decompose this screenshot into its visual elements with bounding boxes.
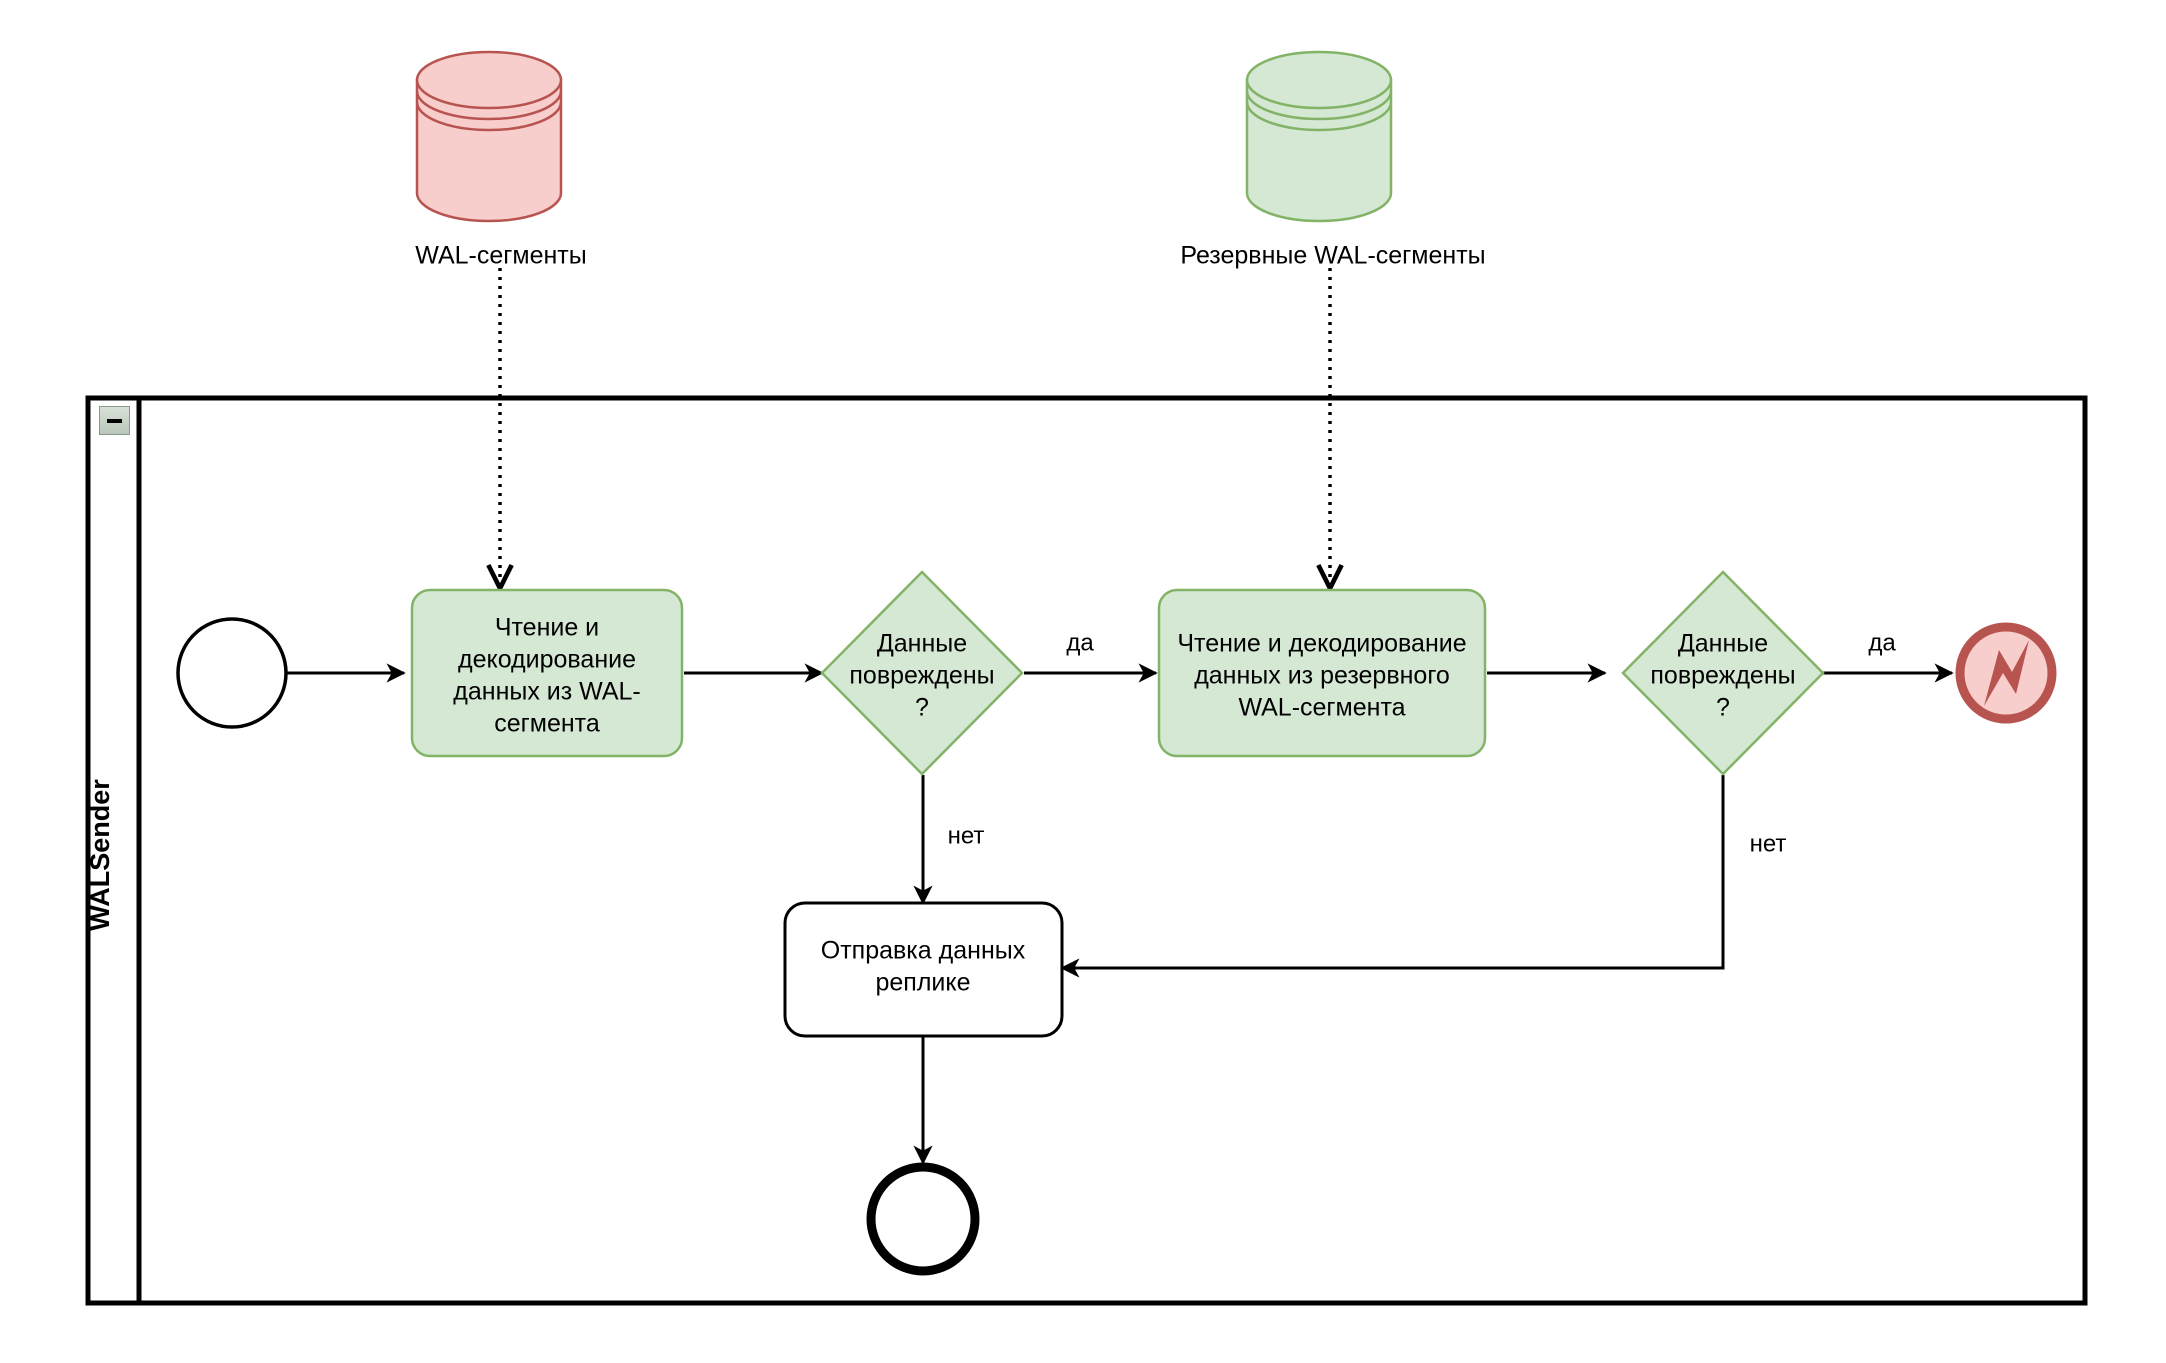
- task-line-1: Отправка данных: [821, 937, 1026, 965]
- task-line-3: WAL-сегмента: [1238, 694, 1405, 722]
- start-event[interactable]: [176, 617, 288, 729]
- gateway-line-2: повреждены: [849, 662, 994, 690]
- error-end-event[interactable]: [1955, 622, 2057, 724]
- data-store-label-wal: WAL-сегменты: [415, 242, 586, 270]
- gateway-data-corrupted-1[interactable]: Данные повреждены ?: [820, 570, 1024, 776]
- task-line-4: сегмента: [494, 710, 600, 738]
- pool-walsender[interactable]: WALSender: [85, 395, 2088, 1306]
- task-line-2: данных из резервного: [1194, 662, 1450, 690]
- flow-label-yes-1: да: [1066, 629, 1094, 656]
- cylinder-top: [415, 50, 563, 110]
- end-event[interactable]: [866, 1162, 980, 1276]
- gateway-data-corrupted-2[interactable]: Данные повреждены ?: [1621, 570, 1825, 776]
- gateway-line-2: повреждены: [1650, 662, 1795, 690]
- cylinder-ring-2: [415, 101, 563, 132]
- gateway-diamond: [1621, 570, 1825, 776]
- task-read-backup-wal[interactable]: Чтение и декодирование данных из резервн…: [1157, 588, 1487, 758]
- task-line-1: Чтение и: [495, 614, 599, 642]
- cylinder-ring-2: [1245, 101, 1393, 132]
- gateway-line-1: Данные: [877, 630, 967, 658]
- task-box: [410, 588, 684, 758]
- flow-label-no-1: нет: [948, 822, 985, 849]
- data-store-wal-segments[interactable]: WAL-сегменты: [415, 50, 587, 270]
- task-read-wal[interactable]: Чтение и декодирование данных из WAL- се…: [410, 588, 684, 758]
- cylinder-ring-1: [1245, 90, 1393, 121]
- pool-boundary: [85, 395, 2088, 1306]
- error-bolt-icon: [1984, 640, 2029, 706]
- task-box: [783, 901, 1064, 1038]
- task-line-3: данных из WAL-: [453, 678, 640, 706]
- task-box: [1157, 588, 1487, 758]
- task-line-1: Чтение и декодирование: [1177, 630, 1466, 658]
- pool-label: WALSender: [85, 779, 115, 931]
- data-store-label-backup: Резервные WAL-сегменты: [1180, 242, 1485, 270]
- task-send-to-replica[interactable]: Отправка данных реплике: [783, 901, 1064, 1038]
- flow-label-no-2: нет: [1750, 830, 1787, 857]
- task-line-2: декодирование: [458, 646, 636, 674]
- cylinder-ring-1: [415, 90, 563, 121]
- cylinder-top: [1245, 50, 1393, 110]
- flow-gateway2-no-to-send: [1060, 775, 1725, 978]
- gateway-line-3: ?: [915, 694, 929, 722]
- task-line-2: реплике: [875, 969, 970, 997]
- flow-label-yes-2: да: [1868, 629, 1896, 656]
- minus-icon: [107, 418, 122, 423]
- gateway-line-1: Данные: [1678, 630, 1768, 658]
- data-store-backup-wal-segments[interactable]: Резервные WAL-сегменты: [1180, 50, 1486, 270]
- gateway-line-3: ?: [1716, 694, 1730, 722]
- gateway-diamond: [820, 570, 1024, 776]
- pool-collapse-button[interactable]: [99, 406, 130, 435]
